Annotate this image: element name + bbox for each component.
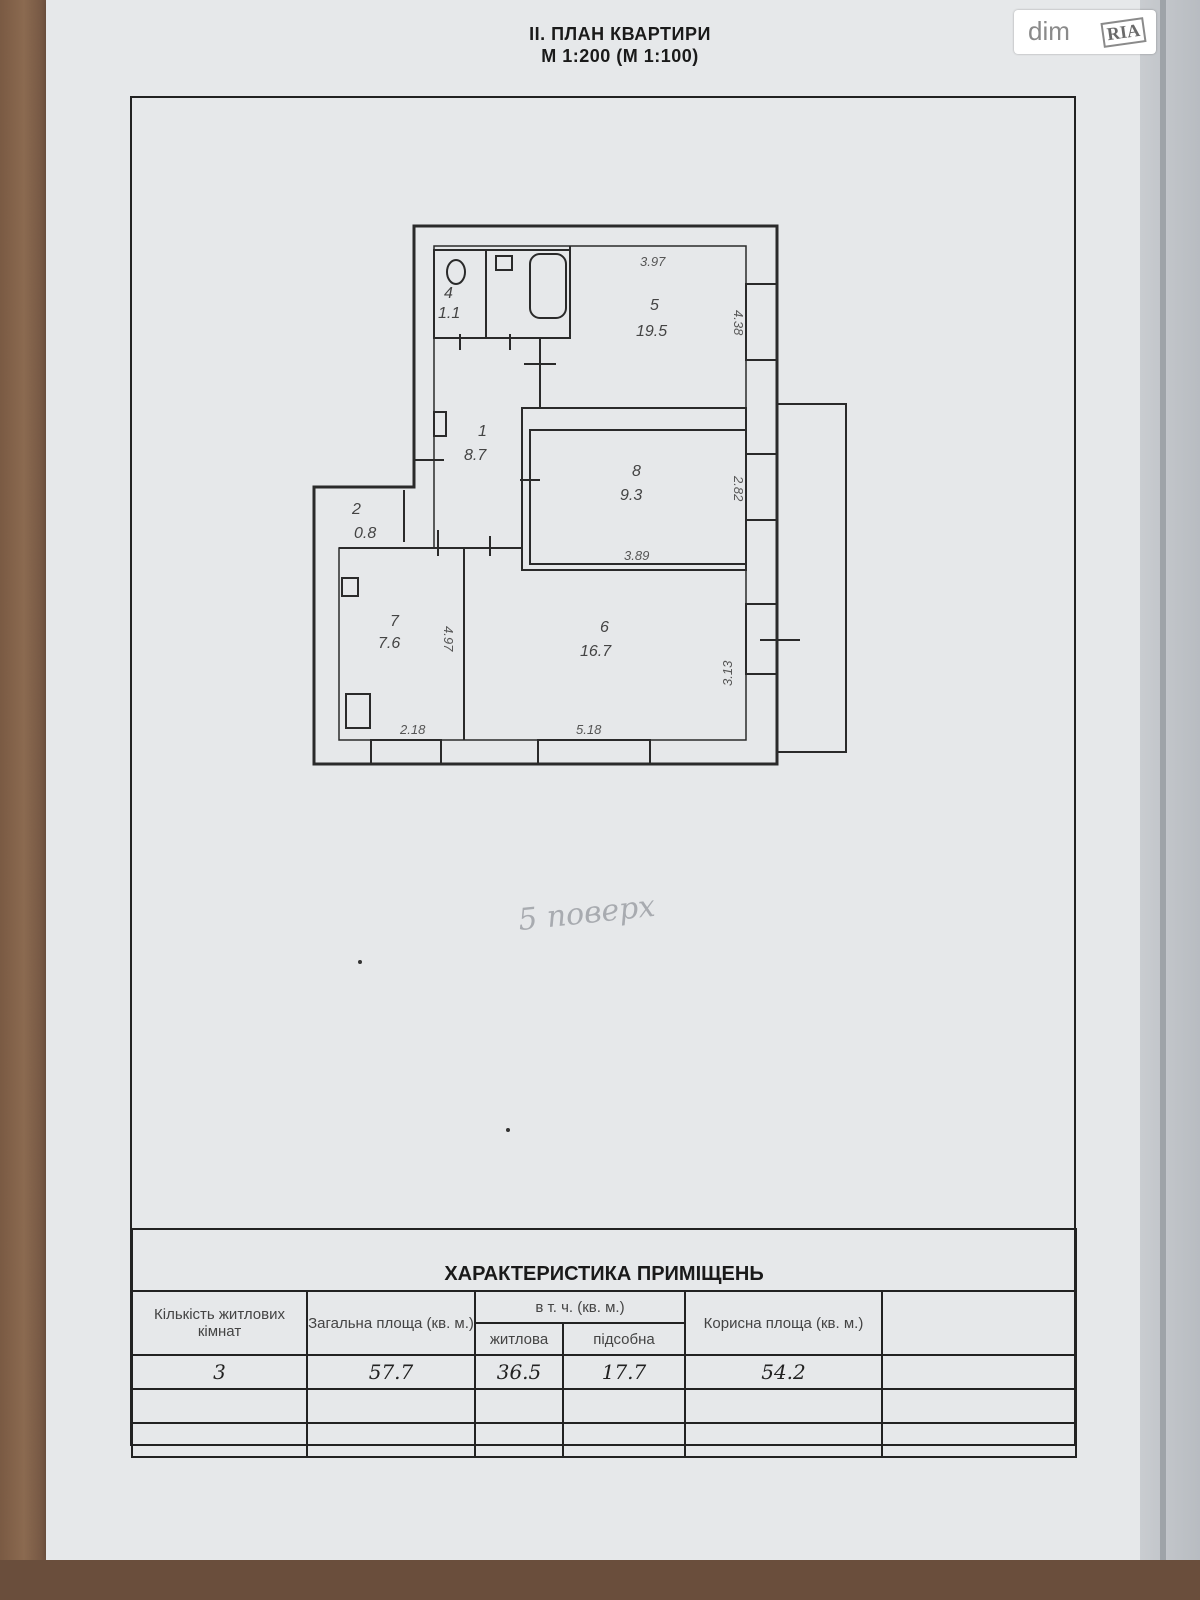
bathtub [529,253,567,319]
cell-living: 36.5 [474,1354,564,1390]
room-label-7: 7 [390,613,400,630]
toilet-fixture [446,259,466,285]
room-area-5: 19.5 [636,323,667,340]
window-room5 [745,283,778,361]
ink-dot [358,960,362,964]
room-area-4: 1.1 [438,305,460,322]
room-label-5: 5 [650,297,659,314]
stove [345,693,371,729]
dim-room8-depth: 2.82 [731,475,746,502]
dimria-logo: dim RIA [1014,10,1156,54]
kitchen-sink [341,577,359,597]
table-row [131,1422,1077,1458]
bath-room [485,249,571,339]
ink-dot [506,1128,510,1132]
spec-heading: ХАРАКТЕРИСТИКА ПРИМІЩЕНЬ [131,1228,1077,1292]
col-rooms-count: Кількість житлових кімнат [131,1290,308,1356]
scale-label: М 1:200 (М 1:100) [541,46,699,66]
room-area-7: 7.6 [378,635,400,652]
room-area-6: 16.7 [580,643,612,660]
room-area-8: 9.3 [620,487,642,504]
rooms-spec-table: ХАРАКТЕРИСТИКА ПРИМІЩЕНЬ Кількість житло… [131,1228,1077,1458]
outer-wall [312,224,779,766]
room-label-6: 6 [600,619,609,636]
dim-room6-depth: 3.13 [720,660,735,686]
window-room7 [370,739,442,765]
window-room8 [745,453,778,521]
cell-rooms-count: 3 [131,1354,308,1390]
room-label-1: 1 [478,423,487,440]
desk-surface [0,1560,1200,1600]
cell-total-area: 57.7 [306,1354,476,1390]
inner-wall-line [338,245,747,741]
col-total-area: Загальна площа (кв. м.) [306,1290,476,1356]
balcony [777,403,847,753]
room-area-2: 0.8 [354,525,376,542]
cell-empty [881,1354,1077,1390]
room-label-4: 4 [444,285,453,302]
dim-room5-depth: 4.38 [731,310,746,336]
dim-room7-width: 2.18 [399,722,426,737]
col-living: житлова [474,1322,564,1356]
dim-room6-width: 5.18 [576,722,602,737]
window-room6-bottom [537,739,651,765]
wall-room5-bottom [539,338,746,409]
room-area-1: 8.7 [464,447,487,464]
room-label-8: 8 [632,463,641,480]
dim-room7-depth: 4.97 [441,626,456,652]
col-including: в т. ч. (кв. м.) [474,1290,686,1324]
col-useful-area: Корисна площа (кв. м.) [684,1290,883,1356]
cell-auxiliary: 17.7 [562,1354,686,1390]
page-title: II. ПЛАН КВАРТИРИ [529,24,711,44]
dim-room5-width: 3.97 [640,254,666,269]
toilet-room [433,249,487,339]
sink [495,255,513,271]
adjacent-sheet [1140,0,1200,1600]
table-row [131,1388,1077,1424]
room-label-2: 2 [351,501,361,518]
cell-useful-area: 54.2 [684,1354,883,1390]
wall-room8 [521,407,747,571]
dim-room8-width: 3.89 [624,548,649,563]
col-auxiliary: підсобна [562,1322,686,1356]
sheet-edge [1160,0,1166,1600]
table-row: 3 57.7 36.5 17.7 54.2 [131,1354,1077,1390]
col-empty [881,1290,1077,1356]
logo-text: dim [1028,16,1070,46]
corridor-fixture [433,411,447,437]
